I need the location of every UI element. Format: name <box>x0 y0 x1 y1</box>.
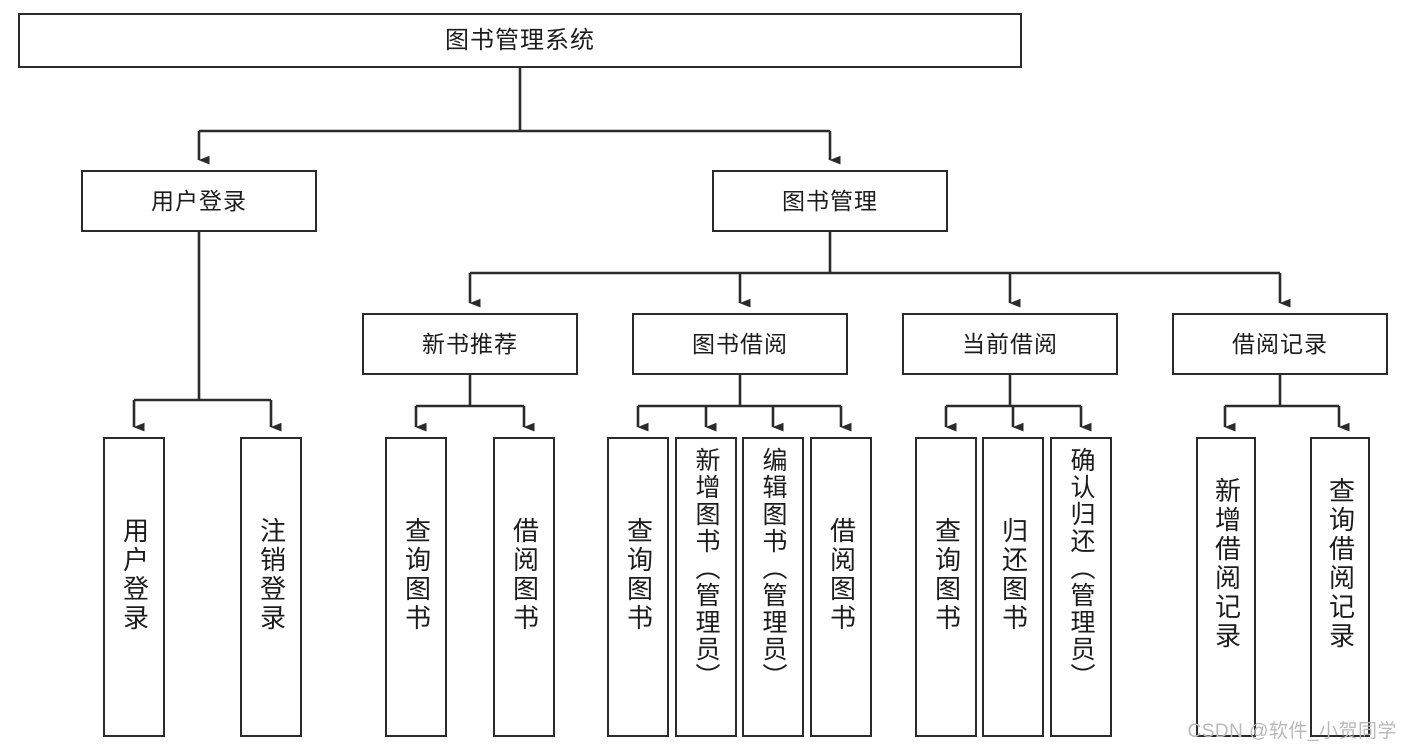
node-leaf-logout-login[interactable]: 注销登录 <box>240 437 302 737</box>
node-leaf-borrow-book-1[interactable]: 借阅图书 <box>493 437 555 737</box>
node-leaf-borrow-book-2-label: 借阅图书 <box>826 517 857 633</box>
node-book-borrow[interactable]: 图书借阅 <box>632 313 848 375</box>
node-book-borrow-label: 图书借阅 <box>692 330 788 357</box>
node-leaf-query-borrow-record-label: 查询借阅记录 <box>1325 477 1356 651</box>
node-new-book-recommend[interactable]: 新书推荐 <box>362 313 578 375</box>
node-leaf-borrow-book-2[interactable]: 借阅图书 <box>810 437 872 737</box>
node-leaf-confirm-return-admin-label: 确认归还（管理员） <box>1067 447 1095 690</box>
node-leaf-user-login[interactable]: 用户登录 <box>103 437 165 737</box>
node-leaf-query-book-3-label: 查询图书 <box>931 517 962 633</box>
node-leaf-borrow-book-1-label: 借阅图书 <box>509 517 540 633</box>
node-leaf-logout-login-label: 注销登录 <box>256 517 287 633</box>
node-leaf-add-book-admin-label: 新增图书（管理员） <box>692 447 720 690</box>
node-borrow-record[interactable]: 借阅记录 <box>1172 313 1388 375</box>
node-leaf-user-login-label: 用户登录 <box>119 517 150 633</box>
node-leaf-edit-book-admin-label: 编辑图书（管理员） <box>759 447 787 690</box>
node-user-login[interactable]: 用户登录 <box>81 170 317 232</box>
node-leaf-query-borrow-record[interactable]: 查询借阅记录 <box>1310 437 1370 737</box>
node-leaf-return-book[interactable]: 归还图书 <box>982 437 1044 737</box>
node-leaf-edit-book-admin[interactable]: 编辑图书（管理员） <box>742 437 804 737</box>
node-leaf-query-book-2[interactable]: 查询图书 <box>607 437 669 737</box>
node-current-borrow-label: 当前借阅 <box>962 330 1058 357</box>
node-leaf-query-book-2-label: 查询图书 <box>623 517 654 633</box>
node-book-manage-label: 图书管理 <box>782 187 878 214</box>
node-book-manage[interactable]: 图书管理 <box>712 170 948 232</box>
node-new-book-recommend-label: 新书推荐 <box>422 330 518 357</box>
node-leaf-add-borrow-record-label: 新增借阅记录 <box>1211 477 1242 651</box>
node-leaf-add-book-admin[interactable]: 新增图书（管理员） <box>675 437 737 737</box>
node-user-login-label: 用户登录 <box>151 187 247 214</box>
node-leaf-query-book-1[interactable]: 查询图书 <box>385 437 447 737</box>
node-leaf-confirm-return-admin[interactable]: 确认归还（管理员） <box>1050 437 1112 737</box>
node-root[interactable]: 图书管理系统 <box>18 13 1022 68</box>
node-leaf-query-book-3[interactable]: 查询图书 <box>915 437 977 737</box>
node-leaf-query-book-1-label: 查询图书 <box>401 517 432 633</box>
node-borrow-record-label: 借阅记录 <box>1232 330 1328 357</box>
node-current-borrow[interactable]: 当前借阅 <box>902 313 1118 375</box>
node-root-label: 图书管理系统 <box>445 26 595 54</box>
node-leaf-return-book-label: 归还图书 <box>998 517 1029 633</box>
node-leaf-add-borrow-record[interactable]: 新增借阅记录 <box>1196 437 1256 737</box>
